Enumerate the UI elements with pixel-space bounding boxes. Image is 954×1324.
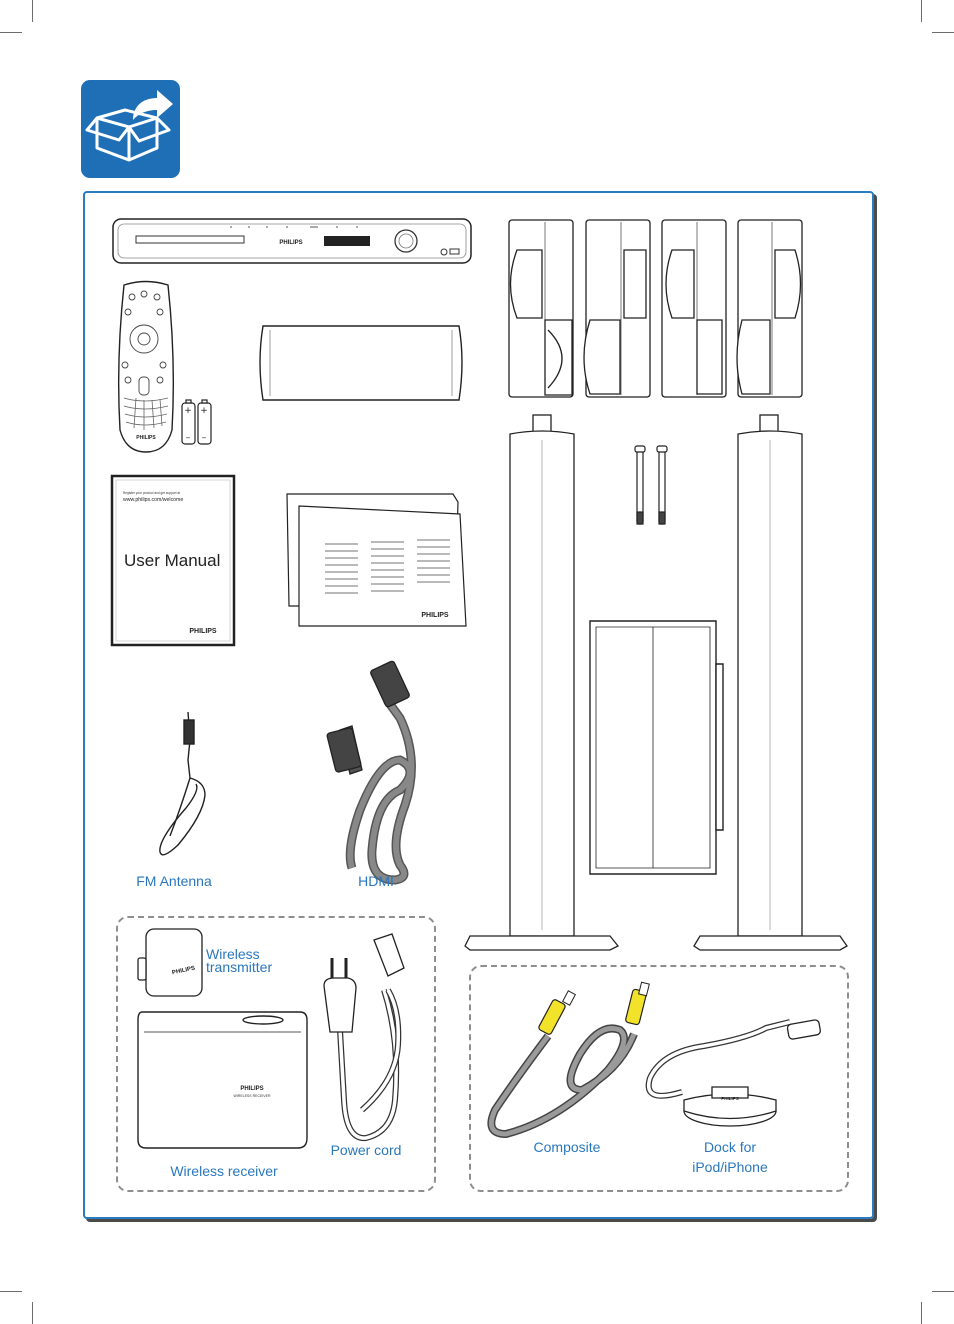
battery-minus-sign: – <box>186 433 191 443</box>
unpack-box-icon <box>81 80 180 178</box>
crop-mark <box>932 32 954 33</box>
satellite-speaker <box>583 219 651 398</box>
mounting-screws <box>634 445 668 525</box>
hdmi-cable <box>326 660 416 885</box>
tall-speaker-left <box>464 414 620 951</box>
satellite-speaker <box>736 219 803 398</box>
main-unit <box>112 218 472 264</box>
satellite-speakers <box>508 219 803 398</box>
receiver-subtitle: WIRELESS RECEIVER <box>234 1094 271 1098</box>
wireless-transmitter-label-line2: transmitter <box>206 959 273 975</box>
transmitter-brand: PHILIPS <box>172 966 196 977</box>
tall-speaker-right <box>693 414 848 951</box>
crop-mark <box>32 0 33 22</box>
wireless-transmitter <box>137 928 203 997</box>
wireless-receiver-label: Wireless receiver <box>170 1163 278 1179</box>
remote-brand: PHILIPS <box>136 435 156 441</box>
center-speaker <box>259 325 463 401</box>
crop-mark <box>0 32 22 33</box>
manual-brand: PHILIPS <box>189 628 217 635</box>
satellite-speaker <box>661 219 727 398</box>
dock-label-line2: iPod/iPhone <box>692 1159 768 1175</box>
crop-mark <box>921 1302 922 1324</box>
subwoofer <box>589 620 724 875</box>
leaflet-brand: PHILIPS <box>421 612 449 619</box>
satellite-speaker <box>508 219 574 398</box>
crop-mark <box>32 1302 33 1324</box>
fm-antenna-label: FM Antenna <box>136 873 212 889</box>
batteries <box>181 399 212 445</box>
ipod-kit-group <box>469 965 849 1192</box>
dock-brand: PHILIPS <box>721 1096 739 1101</box>
receiver-brand: PHILIPS <box>240 1086 263 1092</box>
battery-minus-sign: – <box>202 433 207 443</box>
hdmi-label: HDMI <box>358 873 394 889</box>
wireless-receiver <box>137 1011 308 1149</box>
power-cord <box>323 933 405 1142</box>
crop-mark <box>921 0 922 22</box>
contents-frame <box>83 191 874 1219</box>
battery-plus-sign: + <box>184 406 192 416</box>
user-manual-book <box>110 474 236 647</box>
composite-cable <box>487 981 650 1139</box>
power-cord-label: Power cord <box>330 1142 402 1158</box>
fm-antenna <box>159 711 206 856</box>
crop-mark <box>0 1291 22 1292</box>
manual-register-line: Register your product and get support at <box>123 491 180 495</box>
remote-control <box>117 280 175 453</box>
composite-label: Composite <box>533 1139 601 1155</box>
dock-label-line1: Dock for <box>703 1139 757 1155</box>
quick-start-leaflet <box>286 493 467 627</box>
main-unit-brand: PHILIPS <box>279 240 302 246</box>
ipod-dock <box>645 1019 821 1127</box>
wireless-kit-group <box>116 916 436 1192</box>
crop-mark <box>932 1291 954 1292</box>
open-box-icon <box>85 90 173 162</box>
manual-title: User Manual <box>124 551 220 570</box>
manual-url: www.philips.com/welcome <box>123 497 183 503</box>
battery-plus-sign: + <box>200 406 208 416</box>
wireless-transmitter-label-line1: Wireless <box>206 946 260 962</box>
